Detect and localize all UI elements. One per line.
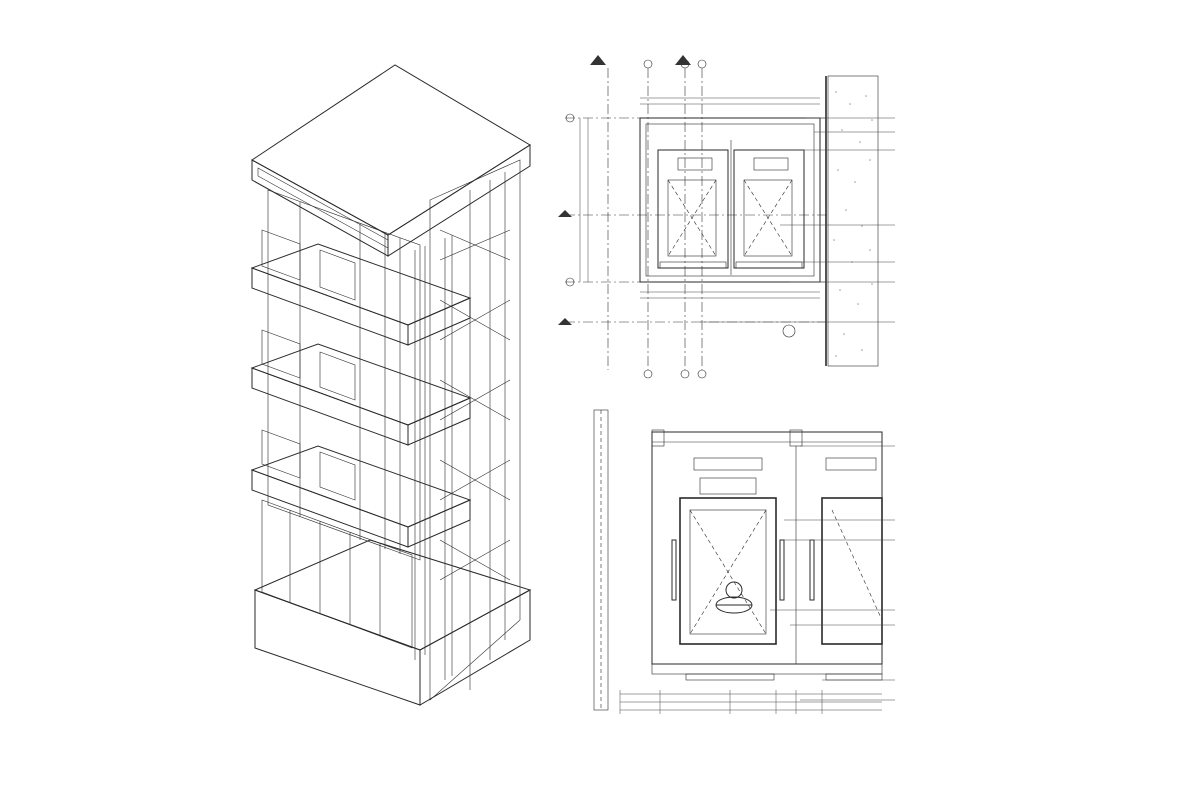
detail-car xyxy=(679,457,777,645)
section-markers xyxy=(558,55,691,325)
tower-base-left xyxy=(254,589,421,706)
concrete-wall xyxy=(827,75,879,367)
isometric-tower xyxy=(250,64,532,706)
tower-bracing xyxy=(439,172,511,690)
elevator-car-left xyxy=(657,149,729,269)
detail-shaft xyxy=(651,431,883,665)
floor-slab-3 xyxy=(250,445,472,548)
landing-doors xyxy=(651,663,883,681)
core-shaft-left xyxy=(267,189,421,561)
tower-columns xyxy=(414,235,453,680)
tower-base-right xyxy=(419,589,531,706)
plan-upper-grid xyxy=(565,68,830,370)
tower-right-face xyxy=(429,159,521,701)
detail-dimensions xyxy=(619,690,882,714)
elevator-car-right xyxy=(733,149,805,269)
tower-base-top xyxy=(253,539,532,651)
plan-upper xyxy=(558,55,895,379)
guide-rails xyxy=(671,539,815,601)
roof-slab xyxy=(251,64,531,257)
wheelchair-figure xyxy=(715,581,753,614)
floor-slab-1 xyxy=(250,243,472,346)
ground-floor-glazing xyxy=(261,499,413,649)
grid-bubbles xyxy=(565,59,796,379)
detail-leaders xyxy=(770,445,895,701)
floor-slab-2 xyxy=(250,343,472,446)
shaft-outline xyxy=(639,117,821,283)
plan-detail xyxy=(593,409,895,714)
glass-balustrades xyxy=(261,229,356,501)
detail-car-adjacent xyxy=(821,457,883,645)
plan-upper-dimensions xyxy=(579,97,820,299)
plan-upper-leaders xyxy=(700,117,895,323)
ground-floor-mullions xyxy=(289,510,381,636)
concrete-texture xyxy=(833,91,873,357)
